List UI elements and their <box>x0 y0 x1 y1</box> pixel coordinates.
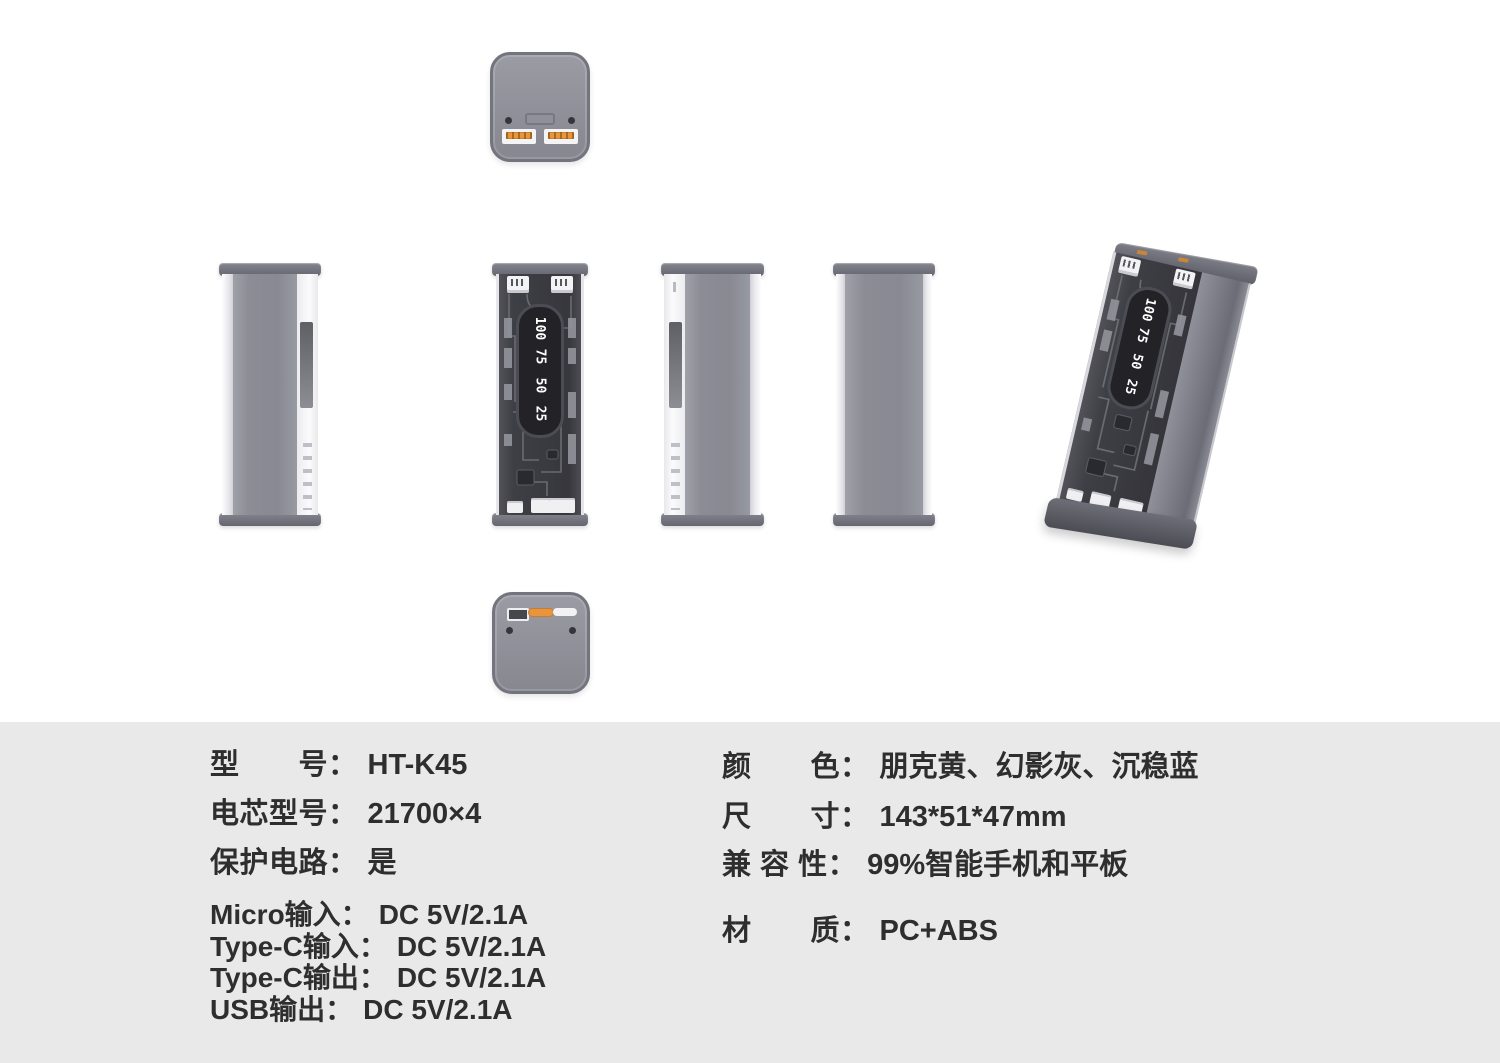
circuit-board: 100 75 50 25 <box>496 274 584 515</box>
usb-a-port <box>544 129 578 144</box>
spec-row-typec-out: Type-C输出： DC 5V/2.1A <box>210 962 546 994</box>
clear-edge <box>222 274 233 515</box>
display-window <box>300 322 313 408</box>
spec-label: Micro输入： <box>210 899 369 930</box>
clear-edge <box>664 274 685 515</box>
side-mark <box>673 282 676 292</box>
battery-display: 100 75 50 25 <box>516 304 564 438</box>
spec-row-typec-in: Type-C输入： DC 5V/2.1A <box>210 931 546 963</box>
spec-label: USB输出： <box>210 993 354 1025</box>
spec-panel: 型 号： HT-K45 电芯型号： 21700×4 保护电路： 是 Micro输… <box>0 722 1500 1063</box>
spec-label: 电芯型号： <box>210 798 358 830</box>
end-cap <box>833 263 935 276</box>
spec-label: 颜 色： <box>722 751 870 783</box>
side-view-display-left <box>661 263 764 526</box>
spec-value: 99%智能手机和平板 <box>867 849 1129 881</box>
spec-label: 材 质： <box>722 915 870 947</box>
spec-row-cell-type: 电芯型号： 21700×4 <box>210 797 481 831</box>
type-c-port <box>528 608 554 617</box>
spec-label: Type-C输出： <box>210 962 387 993</box>
spec-value: 21700×4 <box>367 798 482 830</box>
usb-solder-pad <box>507 276 529 293</box>
screw-icon <box>506 627 513 634</box>
end-cap <box>661 263 764 276</box>
connector-pin <box>1178 257 1189 263</box>
circuit-board: 100 75 50 25 <box>1056 251 1203 519</box>
clear-edge <box>297 274 318 515</box>
spec-row-protection: 保护电路： 是 <box>210 846 397 880</box>
usb-a-port <box>553 608 577 616</box>
battery-level-label: 50 <box>532 377 548 394</box>
spec-value: 是 <box>367 847 397 879</box>
clear-edge <box>836 274 845 515</box>
spec-label: 型 号： <box>210 749 358 781</box>
end-cap <box>492 263 588 276</box>
metal-panel <box>685 274 750 515</box>
micro-usb-port <box>507 608 529 621</box>
metal-panel <box>233 274 297 515</box>
spec-label: 保护电路： <box>210 847 358 879</box>
latch-slot <box>525 113 555 125</box>
spec-row-size: 尺 寸： 143*51*47mm <box>722 800 1067 834</box>
spec-row-compatibility: 兼 容 性： 99%智能手机和平板 <box>722 848 1128 882</box>
spec-label: Type-C输入： <box>210 930 387 962</box>
battery-level-label: 100 <box>1138 296 1159 323</box>
screw-icon <box>569 627 576 634</box>
spec-label: 尺 寸： <box>722 801 870 833</box>
top-view <box>490 52 590 162</box>
end-cap <box>219 263 321 276</box>
usb-a-port <box>502 129 536 144</box>
battery-level-label: 100 <box>532 316 548 340</box>
spec-value: DC 5V/2.1A <box>378 899 529 930</box>
bottom-view <box>492 592 590 694</box>
io-spec-block: Micro输入： DC 5V/2.1A Type-C输入： DC 5V/2.1A… <box>210 899 546 1025</box>
back-view <box>833 263 935 526</box>
display-window <box>669 322 682 408</box>
screw-icon <box>568 117 575 124</box>
end-cap <box>661 513 764 526</box>
pcb-traces <box>1080 275 1188 492</box>
spec-value: HT-K45 <box>367 749 468 781</box>
spec-row-material: 材 质： PC+ABS <box>722 914 998 948</box>
spec-row-usb-out: USB输出： DC 5V/2.1A <box>210 994 546 1026</box>
spec-row-color: 颜 色： 朋克黄、幻影灰、沉稳蓝 <box>722 750 1199 784</box>
end-cap <box>833 513 935 526</box>
side-view-display-right <box>219 263 321 526</box>
connector-pad <box>531 498 553 513</box>
side-vents <box>671 434 680 510</box>
spec-value: DC 5V/2.1A <box>363 993 513 1025</box>
spec-label: 兼 容 性： <box>722 849 858 881</box>
side-vents <box>303 434 312 510</box>
battery-level-label: 75 <box>1133 325 1152 345</box>
spec-value: DC 5V/2.1A <box>396 930 547 962</box>
end-cap <box>219 513 321 526</box>
screw-icon <box>505 117 512 124</box>
spec-value: 143*51*47mm <box>879 801 1067 833</box>
clear-edge <box>923 274 932 515</box>
battery-level-label: 75 <box>532 348 548 365</box>
battery-level-label: 25 <box>1121 377 1140 397</box>
usb-solder-pad <box>551 276 573 293</box>
perspective-view: 100 75 50 25 <box>1042 237 1259 556</box>
connector-pad <box>507 501 523 513</box>
connector-pin <box>1136 249 1148 256</box>
front-transparent-view: 100 75 50 25 <box>492 263 588 526</box>
spec-row-micro-in: Micro输入： DC 5V/2.1A <box>210 899 546 931</box>
metal-panel <box>845 274 923 515</box>
spec-row-model: 型 号： HT-K45 <box>210 748 467 782</box>
connector-pad <box>549 498 575 513</box>
clear-edge <box>750 274 761 515</box>
spec-value: PC+ABS <box>879 915 998 947</box>
spec-value: DC 5V/2.1A <box>396 962 547 993</box>
end-cap <box>492 513 588 526</box>
battery-level-label: 50 <box>1127 351 1146 371</box>
battery-level-label: 25 <box>532 406 548 422</box>
spec-value: 朋克黄、幻影灰、沉稳蓝 <box>879 751 1199 783</box>
